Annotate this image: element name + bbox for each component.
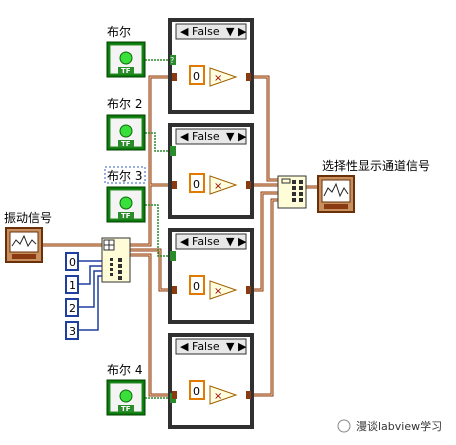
numeric-constant[interactable] <box>189 380 205 400</box>
output-label: 选择性显示通道信号 <box>322 159 430 173</box>
multiply-icon <box>209 385 238 405</box>
svg-text:?: ? <box>170 56 174 65</box>
numeric-constant[interactable] <box>189 65 205 85</box>
index-array-node[interactable] <box>101 237 131 283</box>
boolean-wires <box>145 59 172 399</box>
tunnel-left-icon[interactable]: ◀ <box>180 25 189 38</box>
index-wires <box>78 260 102 331</box>
svg-text:0: 0 <box>193 280 200 293</box>
svg-text:TF: TF <box>121 212 131 220</box>
case-selector-label[interactable]: False <box>192 235 220 248</box>
boolean-control-1[interactable]: 布尔 TF <box>106 24 146 78</box>
index-constant-2[interactable]: 2 <box>65 298 79 317</box>
numeric-constant[interactable] <box>189 173 205 193</box>
tunnel-left-icon[interactable]: ◀ <box>180 235 189 248</box>
led-icon <box>119 124 133 138</box>
multiply-icon <box>209 67 238 87</box>
case-selector-label[interactable]: False <box>192 25 220 38</box>
multiply-icon <box>209 280 238 300</box>
svg-text:×: × <box>214 181 222 192</box>
boolean-label: 布尔 2 <box>107 96 142 111</box>
boolean-label: 布尔 <box>107 24 131 39</box>
case-structure-2[interactable]: ◀ False ▼ ▶ 0 × <box>168 123 254 219</box>
svg-text:TF: TF <box>121 405 131 413</box>
case-structure-4[interactable]: ◀ False ▼ ▶ 0 × <box>168 333 254 429</box>
waveform-icon <box>323 182 349 198</box>
chevron-down-icon[interactable]: ▼ <box>226 130 235 143</box>
boolean-label: 布尔 3 <box>107 168 142 183</box>
index-constant-3[interactable]: 3 <box>65 321 79 340</box>
tunnel-right-icon[interactable]: ▶ <box>238 25 247 38</box>
watermark: 漫谈labview学习 <box>337 419 442 433</box>
input-label: 振动信号 <box>4 211 52 225</box>
numeric-constant[interactable] <box>189 275 205 295</box>
svg-text:1: 1 <box>69 279 76 292</box>
led-icon <box>119 196 133 210</box>
led-icon <box>119 389 133 403</box>
boolean-label: 布尔 4 <box>107 362 142 377</box>
svg-text:×: × <box>214 73 222 84</box>
wechat-icon <box>337 419 351 433</box>
tunnel-right-icon[interactable]: ▶ <box>238 235 247 248</box>
led-icon <box>119 51 133 65</box>
boolean-control-2[interactable]: 布尔 2 TF <box>106 96 146 151</box>
index-constant-1[interactable]: 1 <box>65 275 79 294</box>
selector-terminal <box>170 251 176 261</box>
boolean-control-4[interactable]: 布尔 4 TF <box>106 362 146 416</box>
selector-terminal <box>170 55 176 65</box>
svg-text:×: × <box>214 391 222 402</box>
svg-text:2: 2 <box>69 302 76 315</box>
svg-text:3: 3 <box>69 325 76 338</box>
build-array-node[interactable] <box>277 175 307 209</box>
waveform-input-control[interactable]: 振动信号 <box>4 211 52 263</box>
tunnel-left-icon[interactable]: ◀ <box>180 340 189 353</box>
boolean-control-3[interactable]: 布尔 3 TF <box>104 166 146 223</box>
waveform-icon <box>11 234 37 248</box>
tunnel-right-icon[interactable]: ▶ <box>238 340 247 353</box>
tunnel-right-icon[interactable]: ▶ <box>238 130 247 143</box>
chevron-down-icon[interactable]: ▼ <box>226 235 235 248</box>
svg-text:0: 0 <box>193 385 200 398</box>
svg-text:漫谈labview学习: 漫谈labview学习 <box>356 419 442 433</box>
index-constant-0[interactable]: 0 <box>65 252 79 271</box>
svg-text:TF: TF <box>121 67 131 75</box>
case-selector-label[interactable]: False <box>192 130 220 143</box>
waveform-output-indicator[interactable]: 选择性显示通道信号 <box>317 159 430 213</box>
chevron-down-icon[interactable]: ▼ <box>226 340 235 353</box>
selector-terminal <box>170 146 176 156</box>
multiply-icon <box>209 175 238 195</box>
case-structure-1[interactable]: ◀ False ▼ ▶ ? 0 × <box>168 18 254 114</box>
svg-text:TF: TF <box>121 140 131 148</box>
svg-text:0: 0 <box>193 178 200 191</box>
svg-text:0: 0 <box>69 256 76 269</box>
svg-text:0: 0 <box>193 70 200 83</box>
chevron-down-icon[interactable]: ▼ <box>226 25 235 38</box>
tunnel-left-icon[interactable]: ◀ <box>180 130 189 143</box>
case-structure-3[interactable]: ◀ False ▼ ▶ 0 × <box>168 228 254 324</box>
case-selector-label[interactable]: False <box>192 340 220 353</box>
svg-text:×: × <box>214 286 222 297</box>
